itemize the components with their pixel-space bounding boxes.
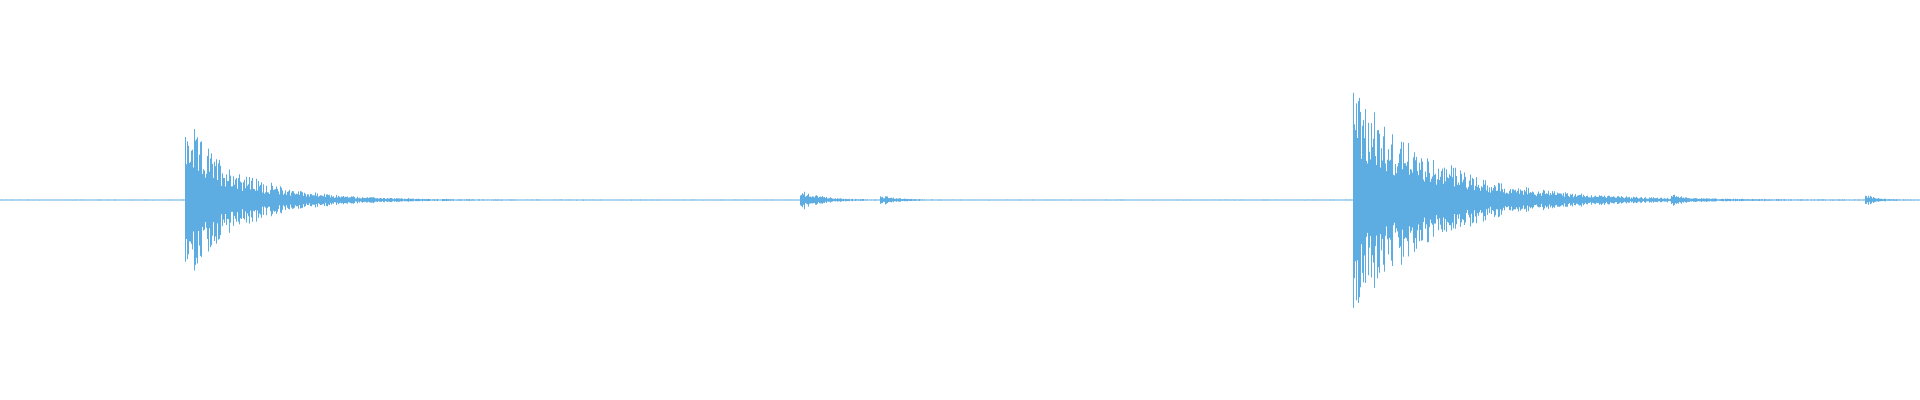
waveform-path [0,92,1919,308]
waveform-peaks [0,92,1919,308]
